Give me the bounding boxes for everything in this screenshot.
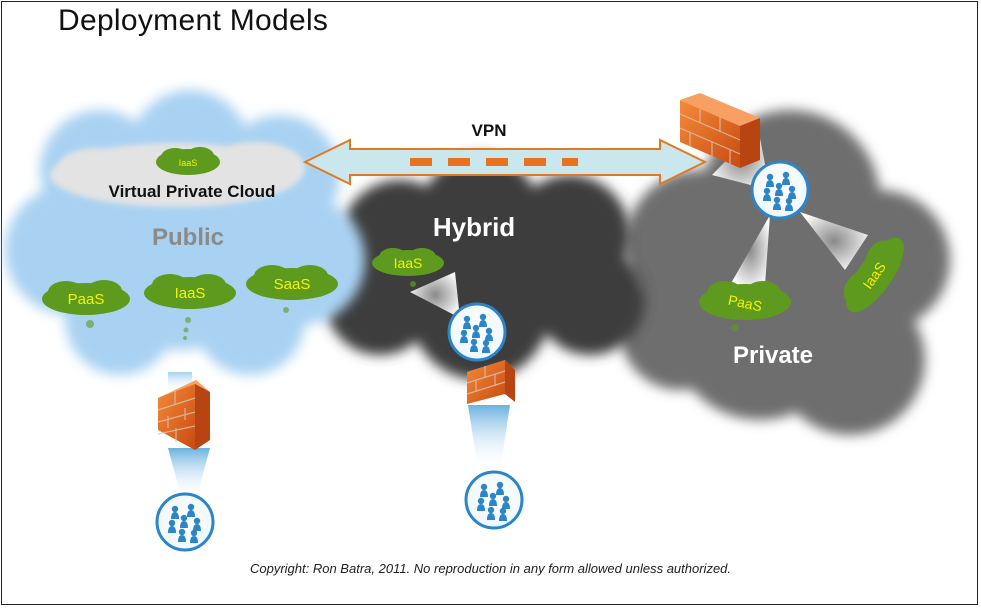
public-saas-label: SaaS: [274, 276, 311, 293]
public-label: Public: [152, 224, 224, 251]
public-saas-cloud: [246, 265, 338, 313]
public-iaas-label: IaaS: [175, 285, 206, 302]
hybrid-label: Hybrid: [433, 212, 515, 242]
private-cone-paas: [730, 215, 770, 285]
vpc-service-label: IaaS: [179, 158, 198, 168]
users-group-icon: [464, 470, 524, 530]
private-paas-cloud: [699, 281, 791, 332]
private-paas-label: PaaS: [727, 292, 764, 315]
hybrid-iaas-cloud: [372, 248, 444, 287]
virtual-private-cloud-label: Virtual Private Cloud: [109, 182, 276, 201]
vpc-iaas-cloud: [156, 147, 220, 175]
private-label: Private: [733, 342, 813, 369]
copyright-notice: Copyright: Ron Batra, 2011. No reproduct…: [249, 561, 732, 576]
virtual-private-cloud: [50, 142, 305, 207]
firewall-icon: [157, 380, 210, 450]
public-paas-cloud: [42, 280, 130, 328]
private-cone-iaas: [800, 212, 868, 270]
users-group-icon: [447, 302, 507, 362]
firewall-icon: [679, 93, 760, 168]
hybrid-iaas-label: IaaS: [394, 255, 423, 271]
vpn-label: VPN: [472, 121, 507, 140]
hybrid-beam: [468, 405, 510, 470]
vpn-arrow: [302, 138, 708, 186]
public-paas-label: PaaS: [68, 291, 105, 308]
page-title: Deployment Models: [58, 4, 329, 37]
private-iaas-cloud: [843, 237, 904, 313]
public-iaas-cloud: [144, 274, 236, 340]
hybrid-cone: [410, 272, 460, 318]
public-beam: [168, 448, 210, 500]
users-group-icon: [155, 492, 215, 552]
firewall-icon: [466, 360, 515, 404]
users-group-icon: [750, 160, 810, 220]
